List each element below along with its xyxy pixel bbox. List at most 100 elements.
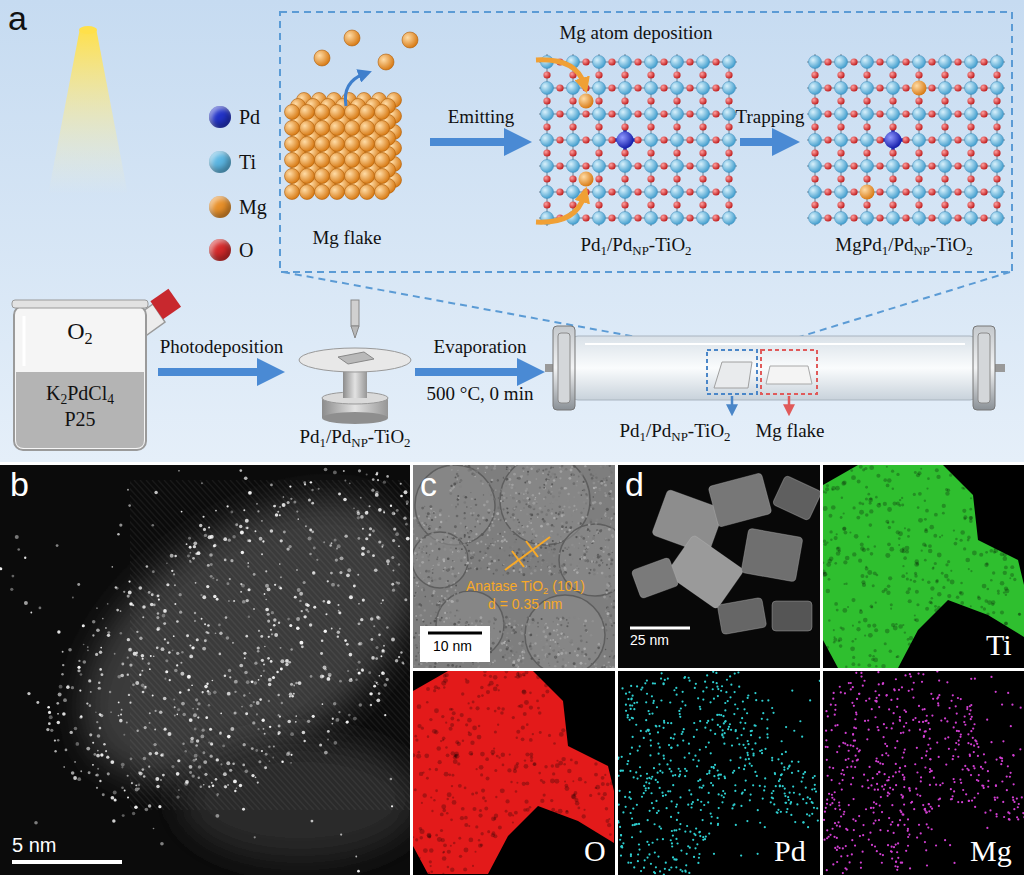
atom-dot xyxy=(268,678,272,682)
o-atom xyxy=(954,136,961,143)
fringe xyxy=(326,480,410,810)
tem-image xyxy=(413,465,615,668)
atom-dot xyxy=(270,660,273,663)
atom-dot xyxy=(261,520,263,522)
atom-dot xyxy=(392,569,394,571)
o-atom xyxy=(725,71,732,78)
noise-dot xyxy=(501,642,504,645)
o-atom xyxy=(863,71,870,78)
noise-dot xyxy=(584,653,587,656)
noise-dot xyxy=(610,665,612,667)
atom-dot xyxy=(59,685,63,689)
noise-dot xyxy=(505,520,507,522)
noise-dot xyxy=(443,587,445,589)
atom-dot xyxy=(120,713,122,715)
noise-dot xyxy=(539,486,541,488)
atom-dot xyxy=(226,761,230,765)
o-atom xyxy=(915,201,922,208)
tube-highlight xyxy=(585,343,965,345)
atom-dot xyxy=(116,587,119,590)
atom-dot xyxy=(149,668,151,670)
atom-dot xyxy=(242,600,246,604)
noise-dot xyxy=(521,625,523,627)
atom-dot xyxy=(371,489,374,492)
atom-dot xyxy=(144,726,147,729)
noise-dot xyxy=(555,518,557,520)
atom-dot xyxy=(335,718,339,722)
atom-dot xyxy=(150,603,154,607)
atom-dot xyxy=(260,675,262,677)
atom-dot xyxy=(65,749,68,752)
atom-dot xyxy=(161,753,165,757)
o-atom xyxy=(980,110,987,117)
atom-dot xyxy=(83,644,85,646)
o-atom xyxy=(543,149,550,156)
o-atom xyxy=(811,123,818,130)
noise-dot xyxy=(480,541,482,543)
noise-dot xyxy=(550,647,552,649)
atom-dot xyxy=(344,534,347,537)
o-atom xyxy=(993,97,1000,104)
noise-dot xyxy=(612,606,615,609)
noise-dot xyxy=(576,571,579,574)
atom-dot xyxy=(322,703,324,705)
atom-dot xyxy=(257,781,259,783)
o-atom xyxy=(902,110,909,117)
noise-dot xyxy=(551,491,553,493)
o-atom xyxy=(824,188,831,195)
o-atom xyxy=(837,97,844,104)
mg-atom xyxy=(344,30,360,46)
atom-dot xyxy=(119,523,122,526)
atom-dot xyxy=(83,660,87,664)
atom-dot xyxy=(100,753,103,756)
atom-dot xyxy=(148,766,150,768)
atom-dot xyxy=(321,639,324,642)
atom-dot xyxy=(191,684,193,686)
atom-dot xyxy=(34,821,38,825)
atom-dot xyxy=(203,784,205,786)
atom-dot xyxy=(139,674,141,676)
noise-dot xyxy=(522,559,525,562)
noise-dot xyxy=(521,628,522,629)
o-atom xyxy=(660,214,667,221)
noise-dot xyxy=(441,603,443,605)
atom-dot xyxy=(227,784,229,786)
noise-dot xyxy=(601,562,602,563)
atom-dot xyxy=(149,722,151,724)
atom-dot xyxy=(378,675,380,677)
atom-dot xyxy=(323,600,325,602)
noise-dot xyxy=(586,497,588,499)
noise-dot xyxy=(493,573,495,575)
atom-dot xyxy=(123,591,125,593)
atom-dot xyxy=(111,566,113,568)
o-atom xyxy=(582,110,589,117)
atom-dot xyxy=(122,814,125,817)
atom-dot xyxy=(269,760,271,762)
noise-dot xyxy=(438,557,440,559)
noise-dot xyxy=(464,564,466,566)
atom-dot xyxy=(155,752,159,756)
atom-dot xyxy=(121,786,124,789)
o-atom xyxy=(928,110,935,117)
atom-dot xyxy=(287,501,290,504)
atom-dot xyxy=(242,808,245,811)
atom-dot xyxy=(403,516,406,519)
atom-dot xyxy=(15,535,19,539)
atom-dot xyxy=(189,546,192,549)
atom-dot xyxy=(224,785,227,788)
ti-atom xyxy=(991,108,1004,121)
atom-dot xyxy=(289,485,291,487)
atom-dot xyxy=(283,531,286,534)
atom-dot xyxy=(167,641,170,644)
atom-dot xyxy=(139,772,143,776)
noise-dot xyxy=(503,622,506,625)
noise-dot xyxy=(559,618,562,621)
atom-dot xyxy=(30,612,32,614)
atom-dot xyxy=(299,641,303,645)
reaction-flask xyxy=(12,289,181,450)
atom-dot xyxy=(261,553,263,555)
atom-dot xyxy=(328,675,330,677)
atom-dot xyxy=(274,633,278,637)
atom-dot xyxy=(75,742,79,746)
atom-dot xyxy=(273,505,276,508)
